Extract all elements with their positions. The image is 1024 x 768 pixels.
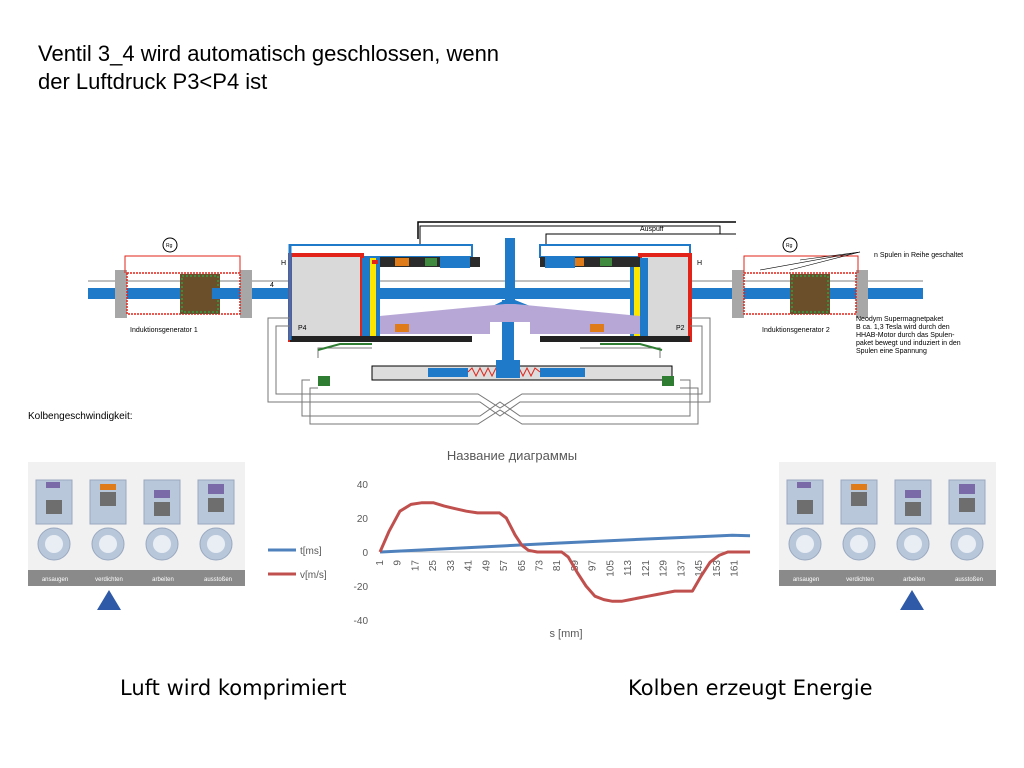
slide-title: Ventil 3_4 wird automatisch geschlossen,…	[38, 40, 499, 96]
neodym-annotation: Neodym Supermagnetpaket B ca. 1,3 Tesla …	[856, 316, 996, 356]
stroke-label-arbeiten: arbeiten	[903, 577, 925, 583]
caption-right: Kolben erzeugt Energie	[628, 676, 873, 700]
stroke-label-verdichten: verdichten	[95, 577, 123, 583]
x-tick-label: 17	[410, 560, 421, 572]
cylinder-left	[288, 244, 490, 342]
spulen-label: n Spulen in Reihe geschaltet	[874, 252, 963, 259]
label-4: 4	[270, 282, 274, 289]
x-tick-label: 121	[641, 560, 652, 577]
engine-stroke-strip-left: ansaugen verdichten arbeiten ausstoßen	[28, 462, 245, 586]
x-tick-label: 81	[552, 560, 563, 572]
neodym-line: Neodym Supermagnetpaket	[856, 316, 944, 323]
x-axis-label: s [mm]	[550, 628, 583, 640]
gauge-left-label: Rg	[166, 243, 173, 249]
stroke-marker-left	[97, 590, 121, 610]
x-tick-label: 145	[694, 560, 705, 577]
y-tick-label: -20	[354, 582, 369, 593]
caption-left: Luft wird komprimiert	[120, 676, 347, 700]
stroke-label-ausstossen: ausstoßen	[203, 577, 233, 583]
kolben-label: Kolbengeschwindigkeit:	[28, 411, 133, 422]
x-tick-label: 1	[375, 560, 386, 566]
gen2-label: Induktionsgenerator 2	[762, 327, 830, 334]
chart-title: Название диаграммы	[447, 448, 577, 463]
title-line-2: der Luftdruck P3<P4 ist	[38, 69, 268, 94]
stroke-label-verdichten: verdichten	[846, 577, 874, 583]
valve-left	[318, 376, 330, 386]
valve-right	[662, 376, 674, 386]
y-tick-label: -40	[354, 616, 369, 627]
stroke-label-ausstossen: ausstoßen	[954, 577, 984, 583]
x-tick-label: 105	[605, 560, 616, 577]
stroke-illustrations	[779, 462, 996, 570]
x-tick-label: 41	[464, 560, 475, 572]
x-tick-label: 129	[659, 560, 670, 577]
neodym-line: HHAB-Motor durch das Spulen-	[856, 332, 955, 339]
stroke-label-arbeiten: arbeiten	[152, 577, 174, 583]
x-tick-label: 49	[481, 560, 492, 572]
velocity-chart: Название диаграммы 40 20 0 -20 -40 1 9 17 25 33 4…	[268, 448, 751, 640]
stroke-marker-right	[900, 590, 924, 610]
legend-entry: v[m/s]	[300, 570, 327, 581]
stroke-label-band	[779, 570, 996, 586]
induction-generator-right	[732, 237, 868, 318]
x-tick-label: 73	[535, 560, 546, 572]
y-tick-label: 40	[357, 480, 369, 491]
series-line	[378, 501, 750, 603]
neodym-line: B ca. 1,3 Tesla wird durch den	[856, 324, 950, 331]
gauge-right-label: Rg	[786, 243, 793, 249]
x-tick-label: 161	[729, 560, 740, 577]
label-P2: P2	[676, 325, 685, 332]
x-tick-label: 65	[517, 560, 528, 572]
legend-entry: t[ms]	[300, 546, 322, 557]
neodym-line: paket bewegt und induziert in den	[856, 340, 961, 347]
x-tick-label: 57	[499, 560, 510, 572]
x-tick-label: 33	[446, 560, 457, 572]
x-tick-label: 89	[570, 560, 581, 572]
y-tick-label: 20	[357, 514, 369, 525]
cylinder-right	[530, 244, 692, 342]
label-P4: P4	[298, 325, 307, 332]
induction-generator-left	[115, 237, 252, 318]
y-tick-label: 0	[362, 548, 368, 559]
title-line-1: Ventil 3_4 wird automatisch geschlossen,…	[38, 41, 500, 66]
label-H-right: H	[697, 260, 702, 267]
stroke-illustrations	[28, 462, 245, 570]
auspuff-label: Auspuff	[640, 226, 664, 233]
central-crank	[380, 238, 640, 378]
label-H-left: H	[281, 260, 286, 267]
x-tick-label: 113	[623, 560, 634, 576]
exhaust-pipe	[417, 221, 736, 244]
stroke-label-band	[28, 570, 245, 586]
engine-schematic: Auspuff Rg Induktionsgenerator 1 4 Rg In…	[88, 221, 963, 425]
series-line	[379, 533, 751, 554]
x-tick-label: 153	[712, 560, 723, 577]
engine-stroke-strip-right: ansaugen verdichten arbeiten ausstoßen	[779, 462, 996, 586]
x-tick-label: 137	[676, 560, 687, 577]
stroke-label-ansaugen: ansaugen	[792, 577, 820, 583]
neodym-line: Spulen eine Spannung	[856, 348, 927, 355]
x-tick-label: 25	[428, 560, 439, 572]
stroke-label-ansaugen: ansaugen	[41, 577, 69, 583]
air-channels	[267, 317, 711, 425]
x-tick-label: 9	[393, 560, 404, 566]
x-tick-label: 97	[588, 560, 599, 572]
lower-rod	[371, 360, 673, 381]
gen1-label: Induktionsgenerator 1	[130, 327, 198, 334]
